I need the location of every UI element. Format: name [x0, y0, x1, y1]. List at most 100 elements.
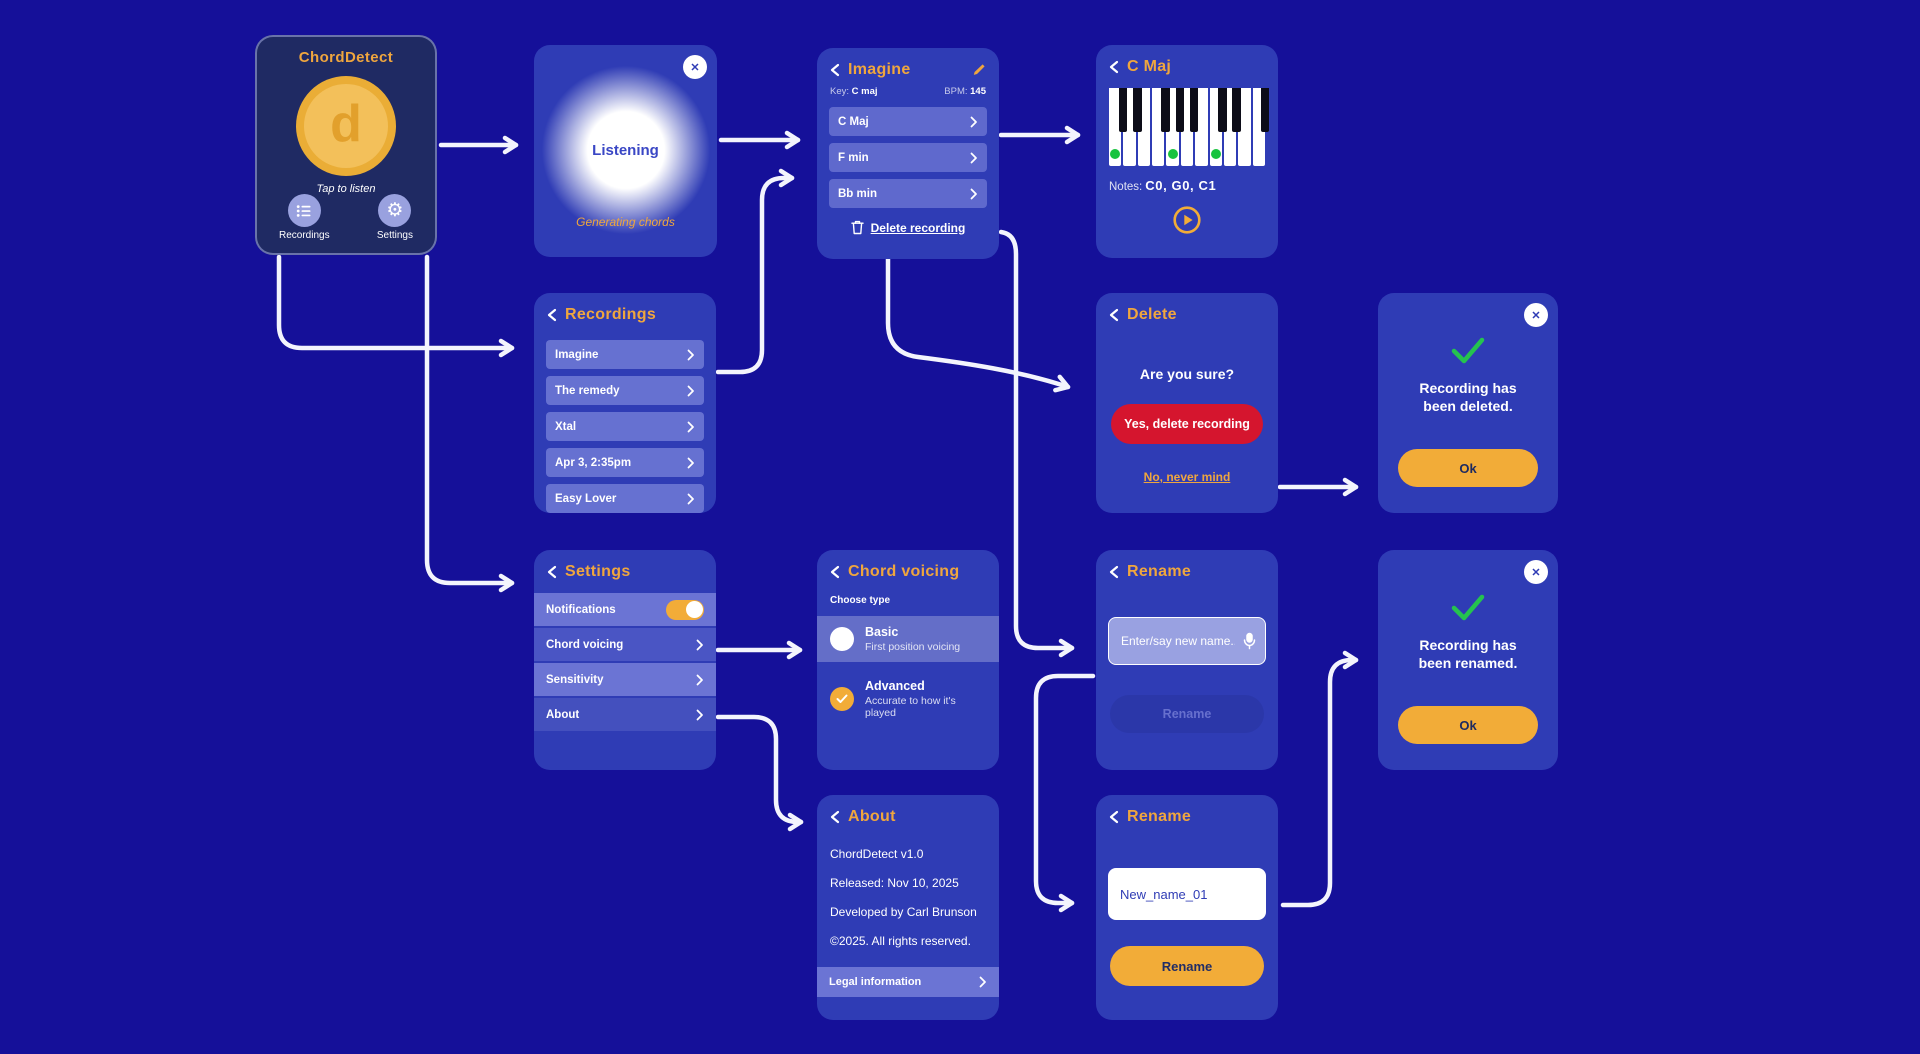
radio-checked-icon[interactable]	[830, 687, 854, 711]
notes-line: Notes:C0, G0, C1	[1109, 178, 1217, 193]
screen-chord-voicing: Chord voicing Choose type Basic First po…	[817, 550, 999, 770]
back-icon[interactable]	[1109, 60, 1119, 74]
back-icon[interactable]	[1109, 810, 1119, 824]
settings-button-label: Settings	[376, 230, 413, 241]
confirm-delete-button[interactable]: Yes, delete recording	[1111, 404, 1263, 444]
ok-button[interactable]: Ok	[1398, 706, 1538, 744]
choose-type-label: Choose type	[830, 595, 891, 606]
chevron-right-icon	[970, 152, 978, 164]
piano-keyboard	[1109, 88, 1270, 166]
chord-list-item[interactable]: Bb min	[829, 179, 987, 208]
voicing-option-basic[interactable]: Basic First position voicing	[817, 616, 999, 662]
piano-black-key	[1260, 88, 1270, 132]
radio-unchecked-icon[interactable]	[830, 627, 854, 651]
recording-list-item[interactable]: Apr 3, 2:35pm	[546, 448, 704, 477]
back-icon[interactable]	[830, 63, 840, 77]
close-button[interactable]: ✕	[683, 55, 707, 79]
settings-row-sensitivity[interactable]: Sensitivity	[534, 663, 716, 696]
chord-list-item[interactable]: C Maj	[829, 107, 987, 136]
recording-label: The remedy	[555, 384, 620, 397]
close-button[interactable]: ✕	[1524, 303, 1548, 327]
settings-row-label: Chord voicing	[546, 638, 624, 651]
about-developer: Developed by Carl Brunson	[830, 905, 977, 919]
screen-about: About ChordDetect v1.0 Released: Nov 10,…	[817, 795, 999, 1020]
settings-row-about[interactable]: About	[534, 698, 716, 731]
confirm-question: Are you sure?	[1139, 366, 1235, 382]
chevron-right-icon	[687, 385, 695, 397]
coin-inner: d	[304, 84, 388, 168]
about-copyright: ©2025. All rights reserved.	[830, 934, 971, 948]
recording-list-item[interactable]: Easy Lover	[546, 484, 704, 513]
piano-white-key	[1238, 88, 1251, 166]
screen-imagine: Imagine Key: C maj BPM: 145 C Maj F min …	[817, 48, 999, 259]
settings-row-notifications[interactable]: Notifications	[534, 593, 716, 626]
screen-cmaj: C Maj Notes:C0, G0, C1	[1096, 45, 1278, 258]
settings-button[interactable]: ⚙ Settings	[377, 194, 413, 241]
piano-black-key	[1161, 88, 1170, 132]
recording-list-item[interactable]: Imagine	[546, 340, 704, 369]
screen-title: About	[848, 808, 896, 825]
note-dot	[1110, 149, 1121, 159]
piano-white-key	[1195, 88, 1208, 166]
screen-rename-filled: Rename Rename	[1096, 795, 1278, 1020]
screen-title: Delete	[1127, 306, 1177, 323]
chevron-right-icon	[687, 349, 695, 361]
trash-icon	[850, 220, 864, 235]
gear-icon: ⚙	[386, 200, 404, 221]
delete-recording-link[interactable]: Delete recording	[817, 220, 999, 235]
rename-submit-button[interactable]: Rename	[1110, 946, 1264, 986]
voicing-option-advanced[interactable]: Advanced Accurate to how it's played	[817, 670, 999, 728]
back-icon[interactable]	[830, 565, 840, 579]
rename-input-filled[interactable]	[1108, 868, 1266, 920]
option-label: Advanced	[865, 679, 925, 693]
back-icon[interactable]	[547, 565, 557, 579]
legal-information-row[interactable]: Legal information	[817, 967, 999, 997]
notifications-toggle[interactable]	[666, 599, 704, 620]
back-icon[interactable]	[830, 810, 840, 824]
chord-list-item[interactable]: F min	[829, 143, 987, 172]
back-icon[interactable]	[547, 308, 557, 322]
confirmation-message: Recording has been renamed.	[1418, 637, 1518, 671]
bpm-info: BPM: 145	[944, 86, 986, 97]
ok-label: Ok	[1459, 717, 1477, 733]
screen-title: Rename	[1127, 808, 1192, 825]
chord-label: F min	[838, 151, 869, 164]
rename-input[interactable]	[1108, 617, 1266, 665]
chevron-right-icon	[687, 493, 695, 505]
back-icon[interactable]	[1109, 308, 1119, 322]
screen-recordings: Recordings Imagine The remedy Xtal Apr 3…	[534, 293, 716, 513]
about-release-date: Released: Nov 10, 2025	[830, 876, 959, 890]
recording-label: Apr 3, 2:35pm	[555, 456, 632, 469]
recording-list-item[interactable]: The remedy	[546, 376, 704, 405]
settings-row-chord-voicing[interactable]: Chord voicing	[534, 628, 716, 661]
note-dot	[1167, 149, 1178, 159]
recording-label: Xtal	[555, 420, 577, 433]
chevron-right-icon	[696, 639, 704, 651]
close-button[interactable]: ✕	[1524, 560, 1548, 584]
recordings-button-label: Recordings	[279, 230, 330, 241]
back-icon[interactable]	[1109, 565, 1119, 579]
settings-row-label: Sensitivity	[546, 673, 604, 686]
screen-home: ChordDetect d Tap to listen Recordings ⚙	[255, 35, 437, 255]
screen-settings: Settings Notifications Chord voicing Sen…	[534, 550, 716, 770]
recordings-button[interactable]: Recordings	[279, 194, 330, 241]
chevron-right-icon	[687, 421, 695, 433]
recording-list-item[interactable]: Xtal	[546, 412, 704, 441]
listen-coin-button[interactable]: d	[296, 76, 396, 176]
edit-pencil-icon[interactable]	[972, 63, 986, 77]
app-title: ChordDetect	[298, 49, 394, 66]
piano-black-key	[1232, 88, 1241, 132]
rename-submit-button[interactable]: Rename	[1110, 695, 1264, 733]
play-button[interactable]	[1172, 205, 1202, 235]
list-icon	[296, 204, 312, 218]
close-icon: ✕	[690, 61, 700, 74]
screen-title: Rename	[1127, 563, 1192, 580]
note-dot	[1210, 149, 1221, 159]
cancel-delete-link[interactable]: No, never mind	[1143, 470, 1231, 484]
ok-button[interactable]: Ok	[1398, 449, 1538, 487]
chord-label: C Maj	[838, 115, 869, 128]
piano-white-key	[1109, 88, 1122, 166]
microphone-icon[interactable]	[1242, 632, 1257, 650]
legal-information-label: Legal information	[829, 976, 922, 988]
